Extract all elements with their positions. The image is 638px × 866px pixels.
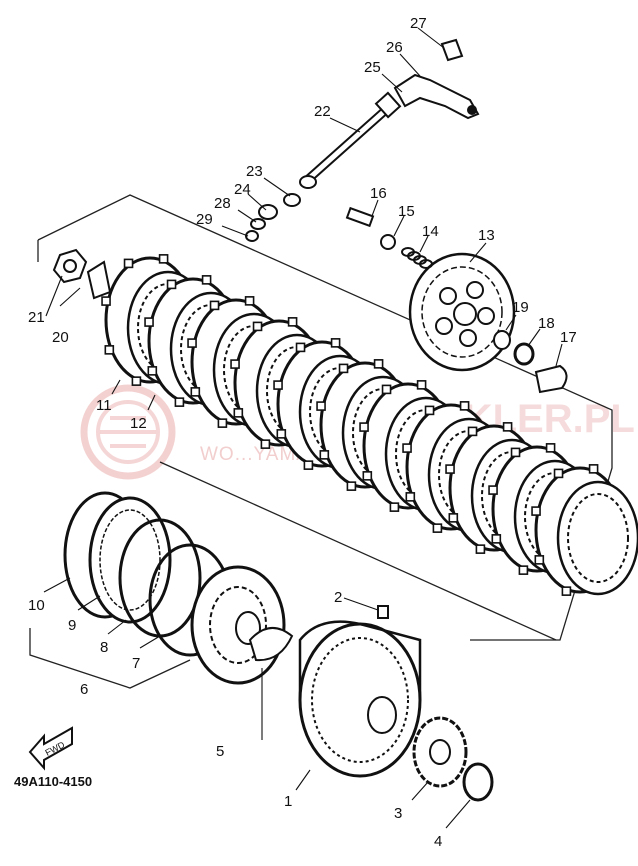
clutch-plate-pair (531, 464, 638, 596)
leader-line (417, 27, 445, 49)
leader-line (505, 314, 517, 331)
spring-group-bracket (29, 628, 191, 689)
callout-16: 16 (370, 185, 387, 202)
leader-line (43, 577, 71, 593)
callout-21: 21 (28, 309, 45, 326)
leader-lines (43, 27, 563, 829)
leader-line (329, 117, 361, 133)
leader-line (555, 343, 563, 367)
callout-22: 22 (314, 103, 331, 120)
leader-line (445, 799, 471, 829)
leader-line (139, 635, 161, 649)
callout-17: 17 (560, 329, 577, 346)
callout-6: 6 (80, 681, 88, 698)
friction-plate-group-outline (37, 194, 613, 641)
leader-line (45, 275, 63, 317)
leader-line (469, 242, 487, 263)
callout-labels: 1234567891011121314151617181920212223242… (28, 15, 577, 850)
callout-29: 29 (196, 211, 213, 228)
callout-14: 14 (422, 223, 439, 240)
leader-line (111, 379, 121, 395)
callout-28: 28 (214, 195, 231, 212)
leader-line (295, 769, 311, 791)
callout-12: 12 (130, 415, 147, 432)
callout-13: 13 (478, 227, 495, 244)
pressure-plate (408, 252, 516, 372)
callout-20: 20 (52, 329, 69, 346)
callout-1: 1 (284, 793, 292, 810)
callout-7: 7 (132, 655, 140, 672)
callout-25: 25 (364, 59, 381, 76)
leader-line (107, 619, 127, 635)
leader-line (263, 177, 291, 197)
callout-3: 3 (394, 805, 402, 822)
callout-11: 11 (96, 397, 112, 414)
leader-line (77, 595, 101, 611)
leader-line (399, 53, 421, 77)
callout-24: 24 (234, 181, 251, 198)
leader-line (411, 781, 429, 801)
leader-line (393, 215, 405, 237)
callout-8: 8 (100, 639, 108, 656)
callout-5: 5 (216, 743, 224, 760)
callout-9: 9 (68, 617, 76, 634)
callout-23: 23 (246, 163, 263, 180)
push-rod (299, 91, 402, 189)
leader-line (247, 193, 267, 211)
callout-4: 4 (434, 833, 442, 850)
callout-27: 27 (410, 15, 427, 32)
callout-19: 19 (512, 299, 529, 316)
lower-assembly (63, 491, 494, 802)
callout-26: 26 (386, 39, 403, 56)
callout-15: 15 (398, 203, 415, 220)
small-hardware (52, 193, 568, 394)
clutch-plate-stack (101, 254, 638, 596)
group-outlines (29, 194, 613, 689)
part-code: 49A110-4150 (14, 774, 92, 789)
leader-line (371, 199, 379, 217)
fwd-arrow: FWD (28, 726, 73, 771)
push-lever (393, 38, 480, 120)
leader-line (221, 225, 249, 237)
callout-10: 10 (28, 597, 45, 614)
leader-line (237, 209, 257, 223)
friction-plate-group-lower-edge (159, 461, 557, 641)
callout-18: 18 (538, 315, 555, 332)
callout-2: 2 (334, 589, 342, 606)
leader-line (381, 73, 403, 93)
leader-line (527, 328, 541, 347)
leader-line (147, 394, 156, 411)
leader-line (419, 235, 429, 253)
leader-line (59, 287, 81, 307)
leader-line (343, 597, 379, 611)
